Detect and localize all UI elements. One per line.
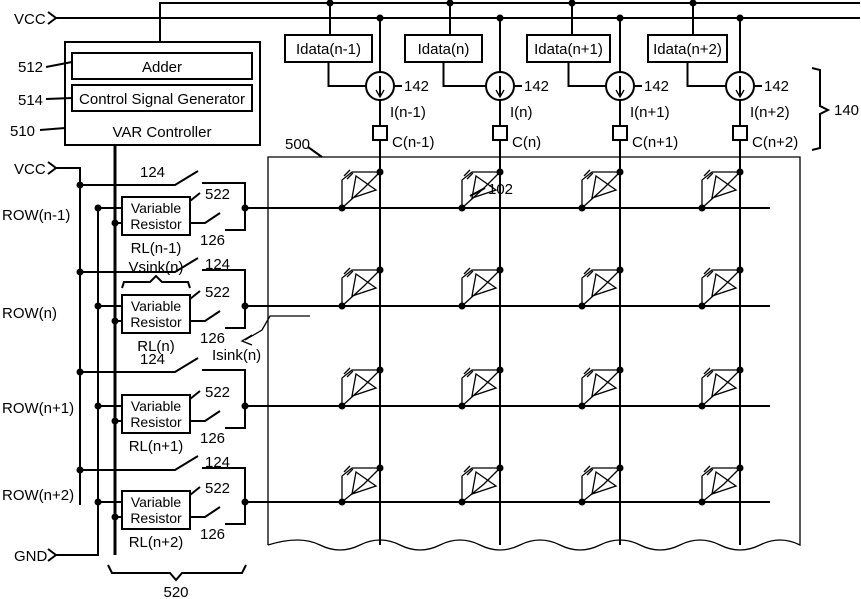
capacitor-label: C(n-1) xyxy=(392,134,435,151)
thin xyxy=(190,487,200,495)
switch-ref: 124 xyxy=(205,256,230,273)
pixel-ref: 102 xyxy=(488,181,513,198)
idata-label: Idata(n) xyxy=(418,41,470,58)
thin xyxy=(308,147,322,157)
current-label: I(n+2) xyxy=(750,104,790,121)
capacitor-box xyxy=(373,126,387,140)
idata-wire xyxy=(569,62,606,86)
switch-126 xyxy=(190,311,220,321)
source-ref: 142 xyxy=(644,78,669,95)
switch-ref: 124 xyxy=(140,351,165,368)
resistor-label: Resistor xyxy=(130,216,182,232)
current-label: I(n+1) xyxy=(630,104,670,121)
switch-126 xyxy=(190,411,220,421)
idata-label: Idata(n+2) xyxy=(653,41,722,58)
rl-label: RL(n-1) xyxy=(131,240,182,257)
capacitor-box xyxy=(733,126,747,140)
controller-title: VAR Controller xyxy=(113,124,212,141)
resistor-group-ref: 520 xyxy=(163,584,188,599)
idata-label: Idata(n+1) xyxy=(534,41,603,58)
row-label: ROW(n-1) xyxy=(2,207,70,224)
resistor-label: Variable xyxy=(131,398,182,414)
vcc-left-label: VCC xyxy=(14,161,46,178)
sw2-ref: 126 xyxy=(200,526,225,543)
idata-wire xyxy=(329,62,366,86)
source-group-brace xyxy=(812,68,828,150)
res-ref: 522 xyxy=(205,480,230,497)
current-label: I(n-1) xyxy=(390,104,426,121)
sw2-ref: 126 xyxy=(200,232,225,249)
idata-label: Idata(n-1) xyxy=(296,41,361,58)
source-ref: 142 xyxy=(764,78,789,95)
thin xyxy=(40,128,65,130)
row-label: ROW(n+2) xyxy=(2,487,74,504)
res-ref: 522 xyxy=(205,284,230,301)
thin xyxy=(190,291,200,299)
ref-514: 514 xyxy=(18,92,43,109)
resistor-group-brace xyxy=(108,565,246,580)
switch-ref: 124 xyxy=(205,454,230,471)
sw2-ref: 126 xyxy=(200,430,225,447)
panel-ref: 500 xyxy=(285,136,310,153)
source-ref: 142 xyxy=(404,78,429,95)
source-ref: 142 xyxy=(524,78,549,95)
idata-wire xyxy=(688,62,726,86)
resistor-label: Resistor xyxy=(130,510,182,526)
thin xyxy=(190,391,200,399)
capacitor-box xyxy=(493,126,507,140)
vcc-arrow-icon xyxy=(48,12,56,24)
isink-label: Isink(n) xyxy=(212,347,261,364)
gnd-arrow-icon xyxy=(48,549,56,561)
switch-124 xyxy=(80,171,198,185)
current-label: I(n) xyxy=(510,104,533,121)
ref-510: 510 xyxy=(10,123,35,140)
source-group-ref: 140 xyxy=(834,102,859,119)
capacitor-label: C(n+2) xyxy=(752,134,798,151)
capacitor-label: C(n) xyxy=(512,134,541,151)
switch-126 xyxy=(190,213,220,223)
vcc-label: VCC xyxy=(14,11,46,28)
resistor-label: Variable xyxy=(131,298,182,314)
switch-126 xyxy=(190,507,220,517)
capacitor-box xyxy=(613,126,627,140)
res-ref: 522 xyxy=(205,384,230,401)
capacitor-label: C(n+1) xyxy=(632,134,678,151)
isink-arrow-icon xyxy=(242,335,252,345)
rl-label: RL(n+1) xyxy=(129,438,184,455)
row-label: ROW(n+1) xyxy=(2,400,74,417)
gnd-label: GND xyxy=(14,548,48,565)
rl-label: RL(n+2) xyxy=(129,534,184,551)
row-label: ROW(n) xyxy=(2,305,57,322)
sw2-ref: 126 xyxy=(200,330,225,347)
vcc-left-arrow-icon xyxy=(48,162,56,174)
resistor-label: Variable xyxy=(131,200,182,216)
res-ref: 522 xyxy=(205,186,230,203)
ref-512: 512 xyxy=(18,59,43,76)
idata-wire xyxy=(444,62,486,86)
thin xyxy=(46,98,72,99)
isink-path xyxy=(245,316,310,340)
resistor-label: Resistor xyxy=(130,414,182,430)
thin xyxy=(190,193,200,201)
resistor-label: Variable xyxy=(131,494,182,510)
controller-bus xyxy=(160,3,860,42)
vsink-label: Vsink(n) xyxy=(128,259,183,276)
switch-ref: 124 xyxy=(140,164,165,181)
adder-label: Adder xyxy=(142,59,182,76)
csg-label: Control Signal Generator xyxy=(79,91,245,108)
vsink-brace xyxy=(122,276,190,288)
resistor-label: Resistor xyxy=(130,314,182,330)
